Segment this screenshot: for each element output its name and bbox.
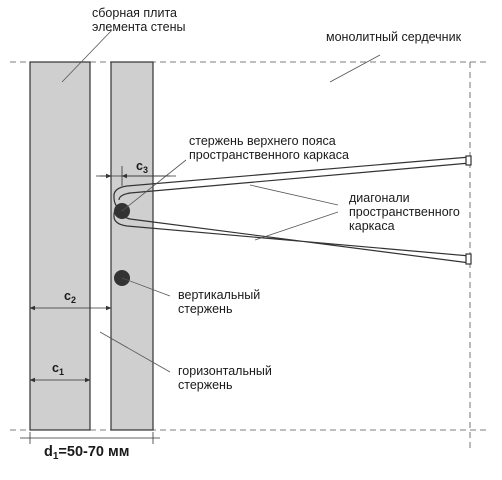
label-horizontal-line1: горизонтальный bbox=[178, 364, 272, 378]
dim-c3-label: c3 bbox=[136, 159, 148, 175]
dim-d1-label: d1=50-70 мм bbox=[44, 444, 129, 462]
truss-end-top bbox=[465, 155, 472, 166]
label-panel-line1: сборная плита bbox=[92, 6, 177, 20]
leader-horizontal-bar bbox=[99, 331, 171, 373]
label-diag-line1: диагонали bbox=[349, 191, 410, 205]
label-diag-line2: пространственного bbox=[349, 205, 460, 219]
leader-top-bar bbox=[121, 159, 187, 212]
label-vertical-line2: стержень bbox=[178, 302, 232, 316]
label-horizontal-line2: стержень bbox=[178, 378, 232, 392]
truss-diagonals bbox=[113, 156, 471, 211]
label-core: монолитный сердечник bbox=[326, 30, 462, 44]
leader-panel bbox=[61, 29, 113, 83]
right-precast-panel bbox=[110, 61, 154, 431]
leader-core bbox=[329, 54, 381, 83]
left-precast-panel bbox=[29, 61, 91, 431]
label-vertical-line1: вертикальный bbox=[178, 288, 260, 302]
leader-vertical-bar bbox=[121, 277, 171, 297]
label-top-bar-line2: пространственного каркаса bbox=[189, 148, 349, 162]
dim-c1-label: c1 bbox=[52, 361, 64, 377]
dim-c2-label: c2 bbox=[64, 289, 76, 305]
label-panel-line2: элемента стены bbox=[92, 20, 185, 34]
leader-diag-top bbox=[249, 184, 339, 206]
truss-end-bottom bbox=[465, 253, 472, 265]
leader-diag-bottom bbox=[254, 211, 339, 241]
label-top-bar-line1: стержень верхнего пояса bbox=[189, 134, 336, 148]
label-diag-line3: каркаса bbox=[349, 219, 395, 233]
